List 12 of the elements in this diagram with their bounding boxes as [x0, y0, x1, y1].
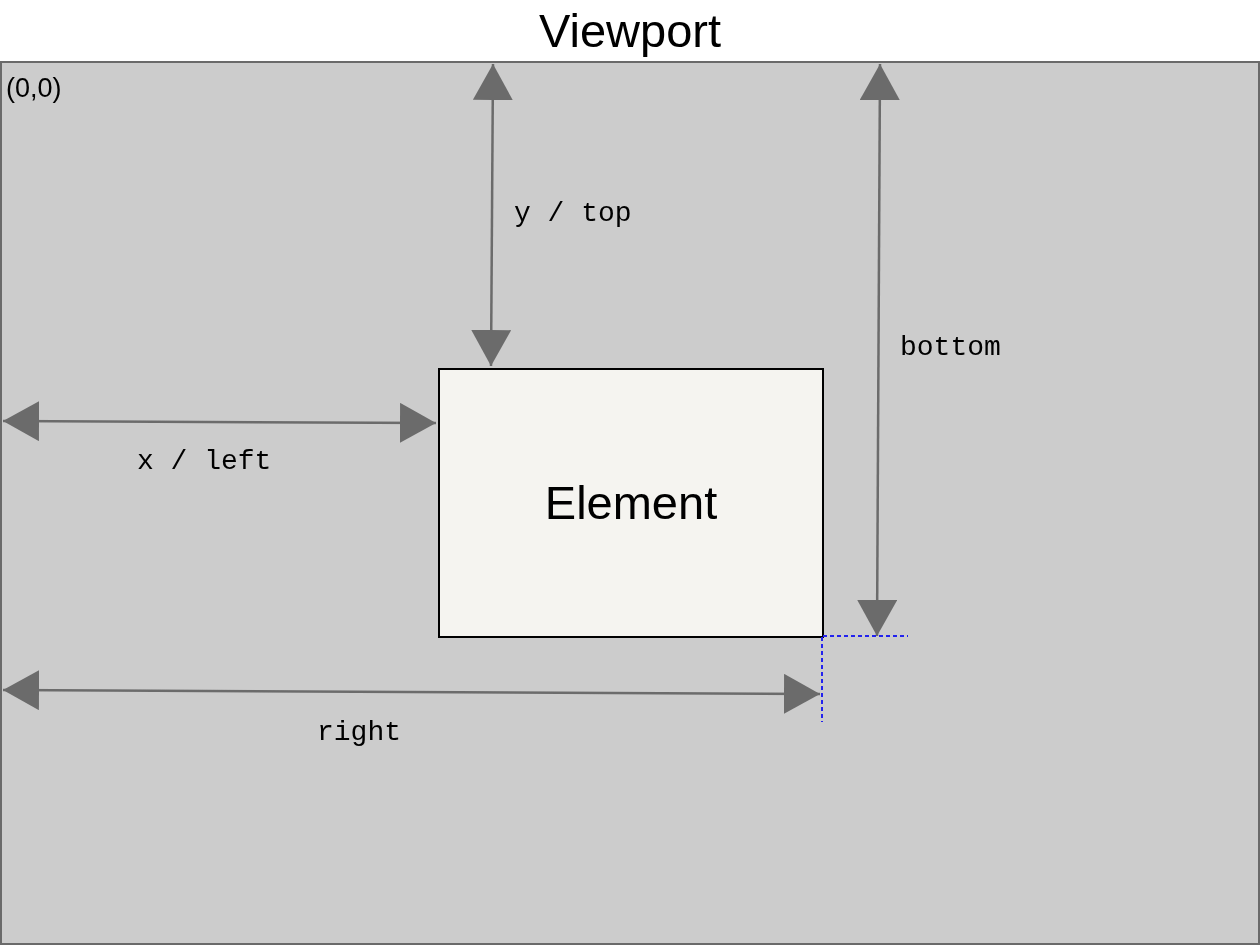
- edge-label: bottom: [900, 331, 1001, 365]
- double-arrow: [3, 401, 436, 443]
- edge-label: right: [317, 716, 401, 750]
- element-label: Element: [544, 474, 718, 531]
- element-box: [438, 368, 824, 638]
- origin-label: (0,0): [6, 72, 62, 105]
- double-arrow: [3, 670, 820, 714]
- viewport-title: Viewport: [539, 3, 721, 59]
- double-arrow: [857, 64, 900, 636]
- edge-label: y / top: [514, 197, 632, 231]
- double-arrow: [471, 64, 513, 366]
- edge-label: x / left: [137, 445, 272, 479]
